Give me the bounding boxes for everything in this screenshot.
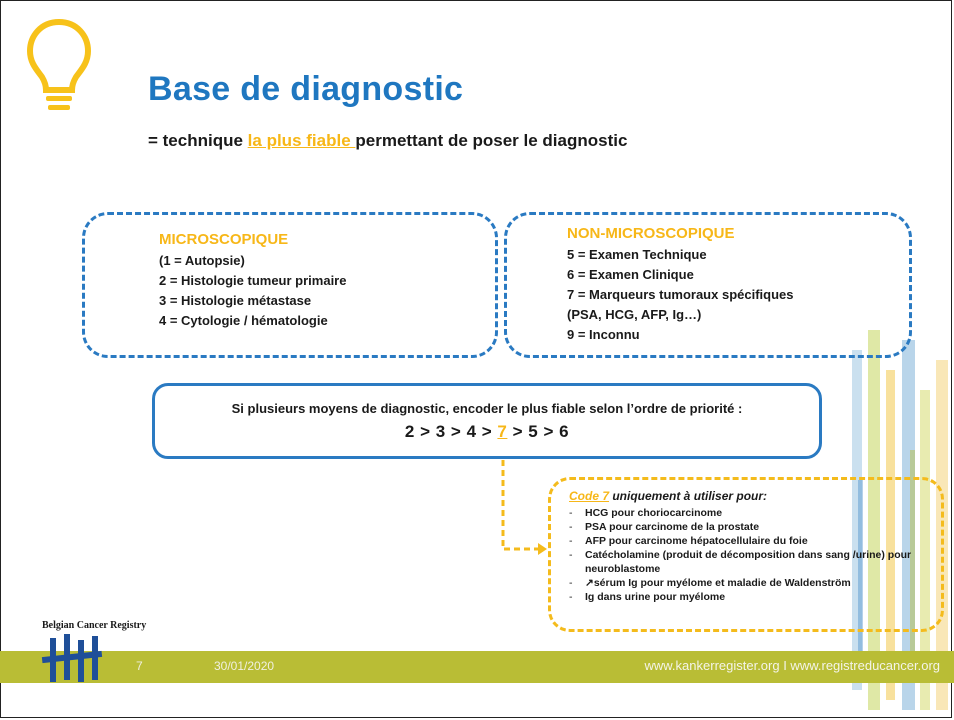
microscopic-item: 3 = Histologie métastase [159, 293, 312, 308]
list-item: AFP pour carcinome hépatocellulaire du f… [569, 534, 933, 548]
code7-link[interactable]: Code 7 [569, 489, 610, 503]
list-item: ↗sérum Ig pour myélome et maladie de Wal… [569, 576, 933, 590]
priority-order-before: 2 > 3 > 4 > [404, 422, 498, 441]
priority-order: 2 > 3 > 4 > 7 > 5 > 6 [155, 422, 819, 442]
non-microscopic-item: 6 = Examen Clinique [567, 267, 694, 282]
list-item: Ig dans urine pour myélome [569, 590, 933, 604]
microscopic-heading: MICROSCOPIQUE [159, 231, 289, 248]
priority-box: Si plusieurs moyens de diagnostic, encod… [152, 383, 822, 459]
code7-box: Code 7 uniquement à utiliser pour: HCG p… [548, 477, 944, 632]
list-item: HCG pour choriocarcinome [569, 506, 933, 520]
page-subtitle: = technique la plus fiable permettant de… [148, 131, 627, 151]
non-microscopic-item: 9 = Inconnu [567, 327, 640, 342]
microscopic-box: MICROSCOPIQUE (1 = Autopsie) 2 = Histolo… [82, 212, 498, 358]
microscopic-item: (1 = Autopsie) [159, 253, 245, 268]
code7-heading: Code 7 uniquement à utiliser pour: [569, 489, 933, 503]
code7-list: HCG pour choriocarcinome PSA pour carcin… [569, 506, 933, 604]
non-microscopic-heading: NON-MICROSCOPIQUE [567, 225, 735, 242]
logo-icon [41, 634, 103, 682]
priority-text: Si plusieurs moyens de diagnostic, encod… [231, 401, 743, 416]
priority-order-highlight: 7 [497, 422, 508, 441]
list-item-text: sérum Ig pour myélome et maladie de Wald… [593, 577, 851, 589]
list-item: Catécholamine (produit de décomposition … [569, 548, 933, 576]
microscopic-item: 2 = Histologie tumeur primaire [159, 273, 347, 288]
brand-name: Belgian Cancer Registry [42, 620, 147, 631]
page-title: Base de diagnostic [148, 70, 464, 108]
footer-date: 30/01/2020 [214, 659, 275, 673]
arrow-up-icon: ↗ [585, 577, 594, 589]
microscopic-item: 4 = Cytologie / hématologie [159, 313, 328, 328]
subtitle-suffix: permettant de poser le diagnostic [355, 131, 628, 150]
footer-urls[interactable]: www.kankerregister.org I www.registreduc… [644, 658, 940, 673]
priority-order-after: > 5 > 6 [507, 422, 570, 441]
subtitle-prefix: = technique [148, 131, 248, 150]
lightbulb-icon [26, 18, 92, 110]
subtitle-highlight: la plus fiable [247, 131, 356, 150]
non-microscopic-item: (PSA, HCG, AFP, Ig…) [567, 307, 702, 322]
footer-bar: 7 30/01/2020 www.kankerregister.org I ww… [0, 651, 954, 683]
list-item: PSA pour carcinome de la prostate [569, 520, 933, 534]
non-microscopic-item: 5 = Examen Technique [567, 247, 707, 262]
code7-heading-text: uniquement à utiliser pour [609, 489, 764, 503]
non-microscopic-box: NON-MICROSCOPIQUE 5 = Examen Technique 6… [504, 212, 912, 358]
page-number: 7 [136, 659, 143, 673]
non-microscopic-item: 7 = Marqueurs tumoraux spécifiques [567, 287, 794, 302]
code7-colon: : [763, 489, 768, 503]
